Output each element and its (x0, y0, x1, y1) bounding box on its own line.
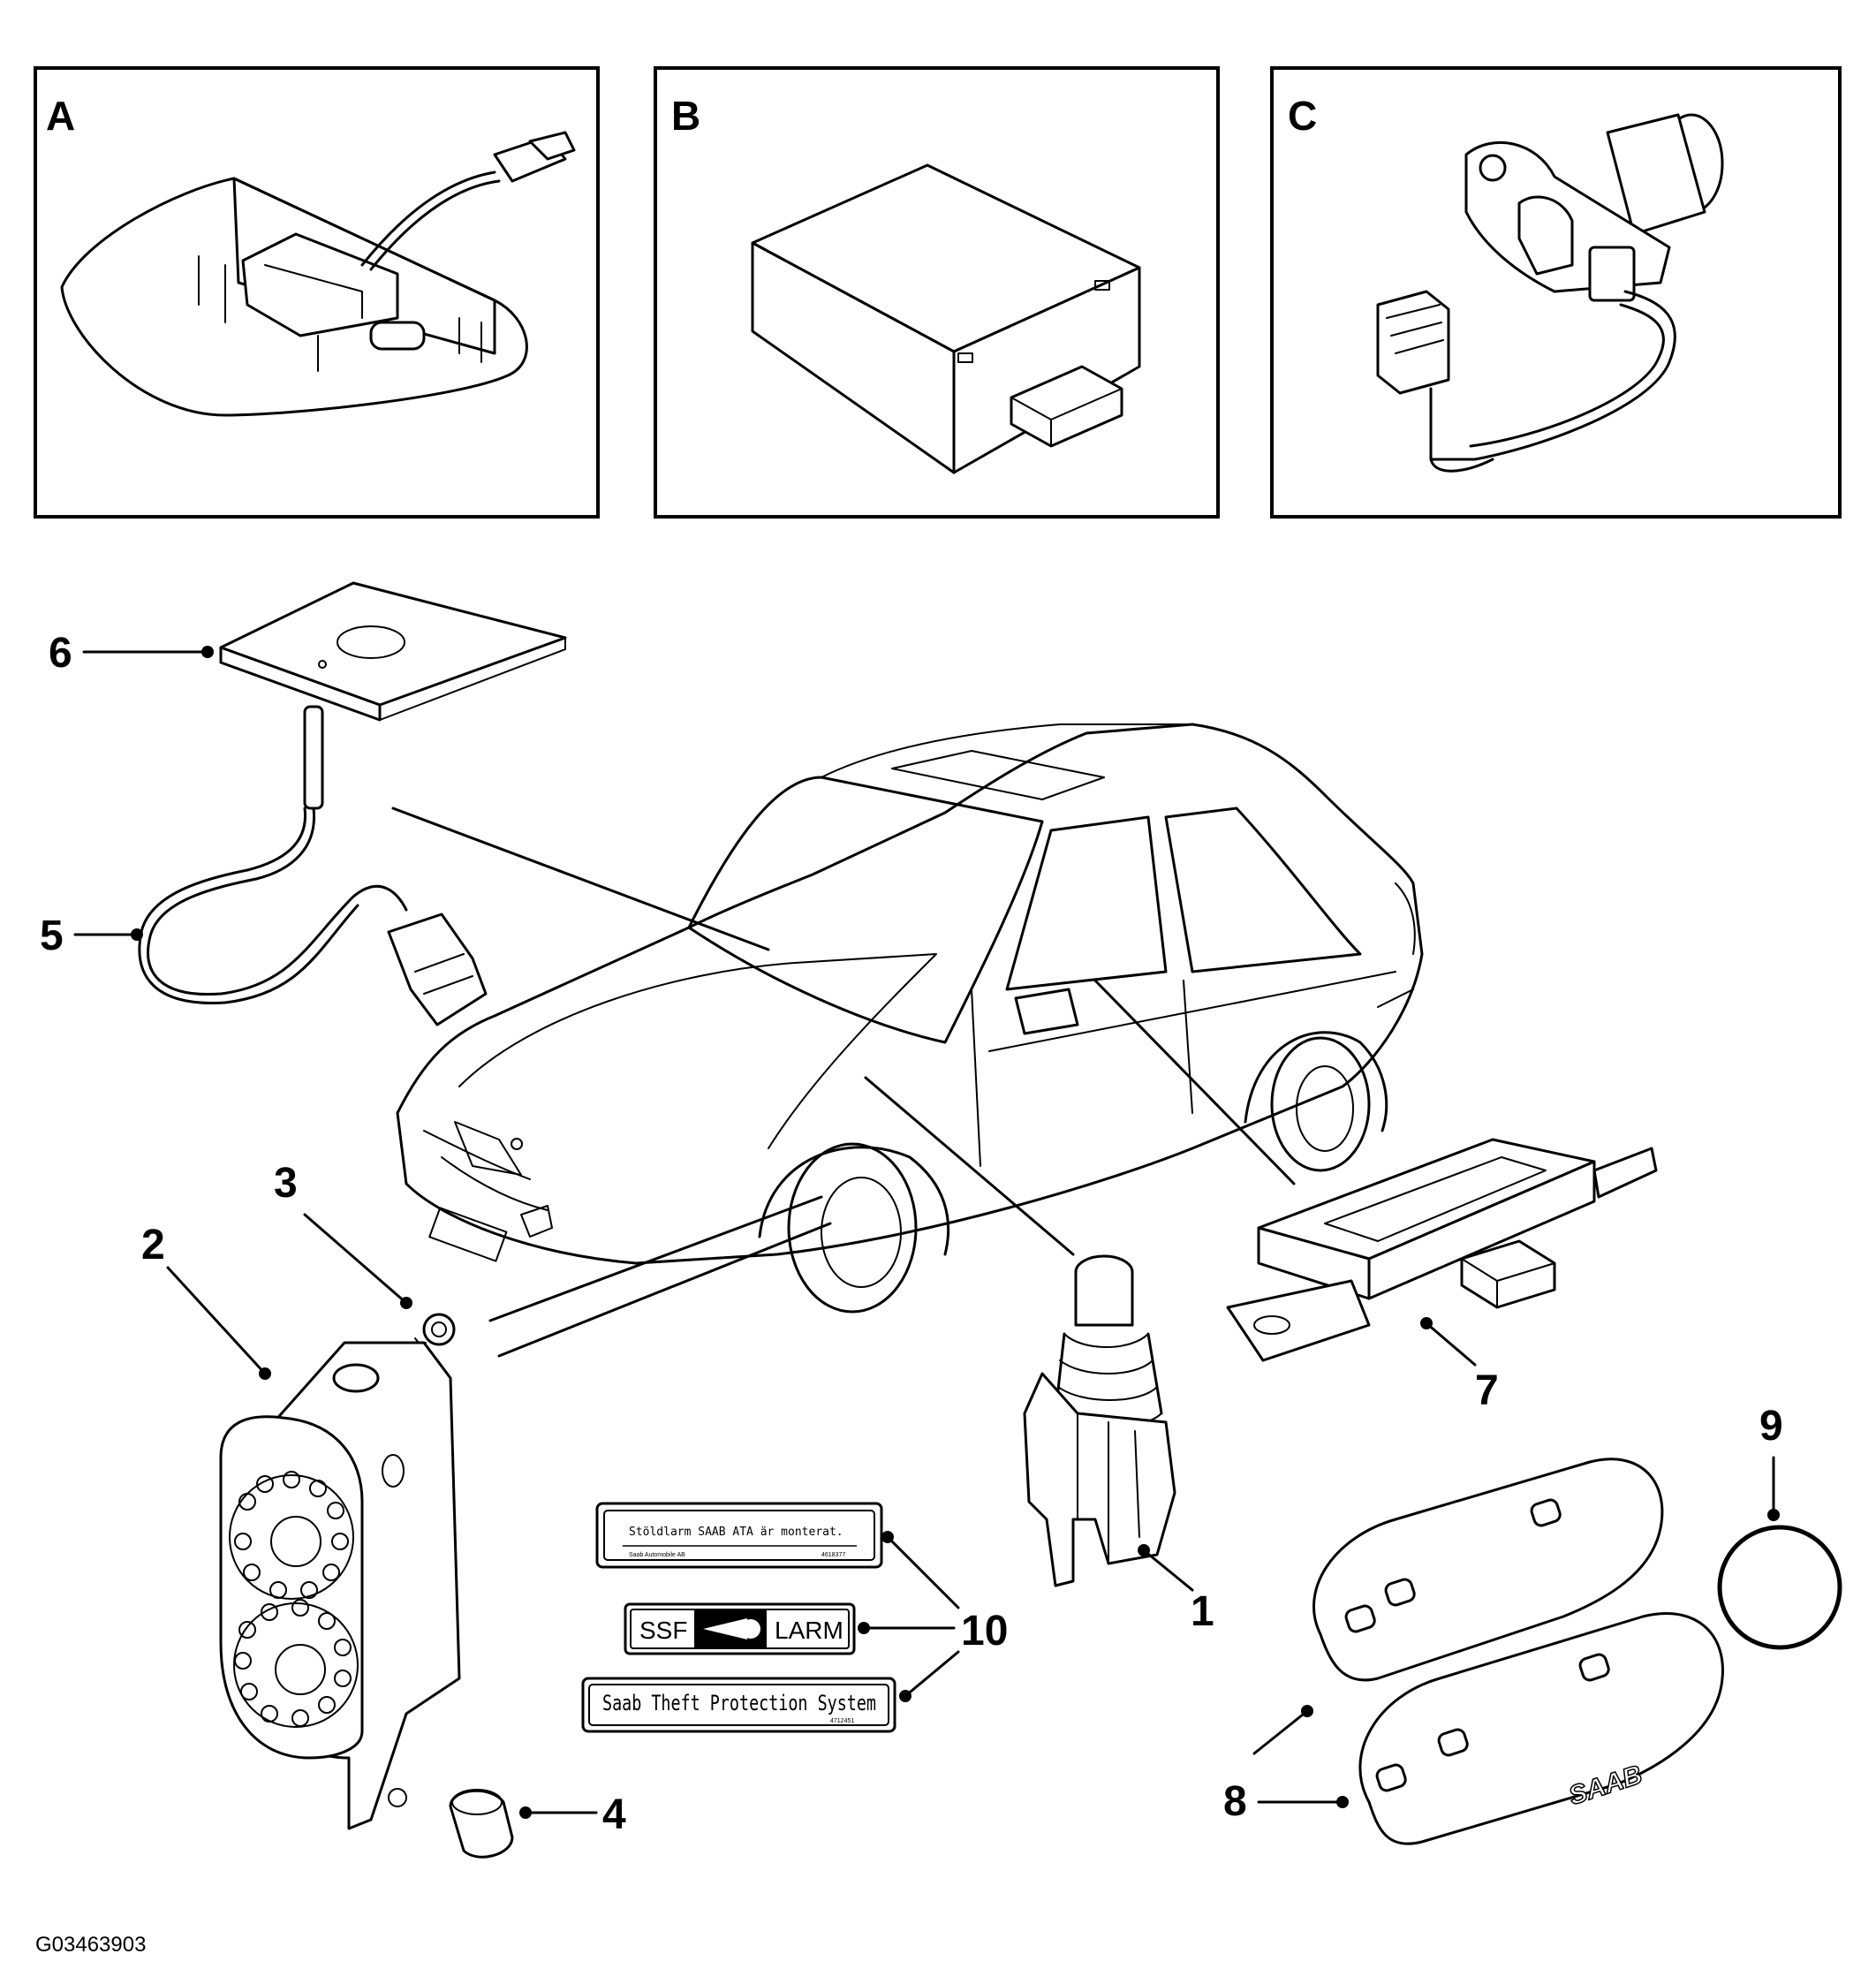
callout-numbers: 6 5 3 2 4 1 7 10 9 8 (40, 630, 1783, 1838)
part-9-o-ring (1717, 1525, 1842, 1650)
callout-1: 1 (1191, 1588, 1214, 1635)
callout-5: 5 (40, 913, 64, 959)
callout-3: 3 (274, 1160, 298, 1207)
callout-9: 9 (1759, 1403, 1783, 1450)
figure-id: G03463903 (35, 1933, 146, 1957)
part-5-cable-harness (138, 705, 488, 1026)
interior-light-illustration (60, 131, 576, 417)
panel-c-letter: C (1288, 93, 1317, 139)
lock-switch-illustration (1376, 113, 1724, 473)
decal-ata-fitted (595, 1502, 883, 1569)
part-1-bonnet-switch (1023, 1254, 1176, 1587)
part-10-decals: Stöldlarm SAAB ATA är monterat. Saab Aut… (581, 1502, 896, 1733)
callout-6: 6 (49, 630, 72, 677)
callout-2: 2 (141, 1222, 165, 1268)
decal-3-main-text: Saab Theft Protection System (602, 1691, 876, 1715)
decal-1-line-1: Stöldlarm SAAB ATA är monterat. (629, 1526, 843, 1539)
decal-2-left-text: SSF (639, 1617, 687, 1644)
panel-a-letter: A (46, 93, 75, 139)
callout-8: 8 (1223, 1778, 1247, 1825)
panel-c: C (1270, 66, 1842, 519)
part-4-grommet (449, 1789, 514, 1859)
car-illustration (396, 723, 1424, 1314)
decal-2-right-text: LARM (775, 1617, 843, 1644)
decal-3-small-text: 4712451 (830, 1718, 854, 1724)
panel-b: B (654, 66, 1220, 519)
panel-b-letter: B (671, 93, 700, 139)
part-8-remote-keys: SAAB (1312, 1458, 1724, 1845)
decal-1-line-2-right: 4618377 (821, 1552, 845, 1558)
key-symbol-icon (694, 1609, 767, 1648)
decal-theft-protection (581, 1677, 896, 1733)
control-module-illustration (751, 163, 1141, 474)
callout-4: 4 (602, 1791, 626, 1838)
panel-a: A (34, 66, 600, 519)
part-7-control-module (1226, 1138, 1658, 1362)
part-2-siren (219, 1341, 461, 1830)
callout-10: 10 (961, 1608, 1008, 1655)
decal-1-line-2-left: Saab Automobile AB (629, 1552, 685, 1558)
siren-speaker-holes (234, 1471, 352, 1727)
connector-lines (391, 807, 1296, 1358)
part-6-sensor-plate (219, 581, 567, 722)
callout-7: 7 (1475, 1367, 1499, 1414)
leader-lines (73, 646, 1780, 1819)
